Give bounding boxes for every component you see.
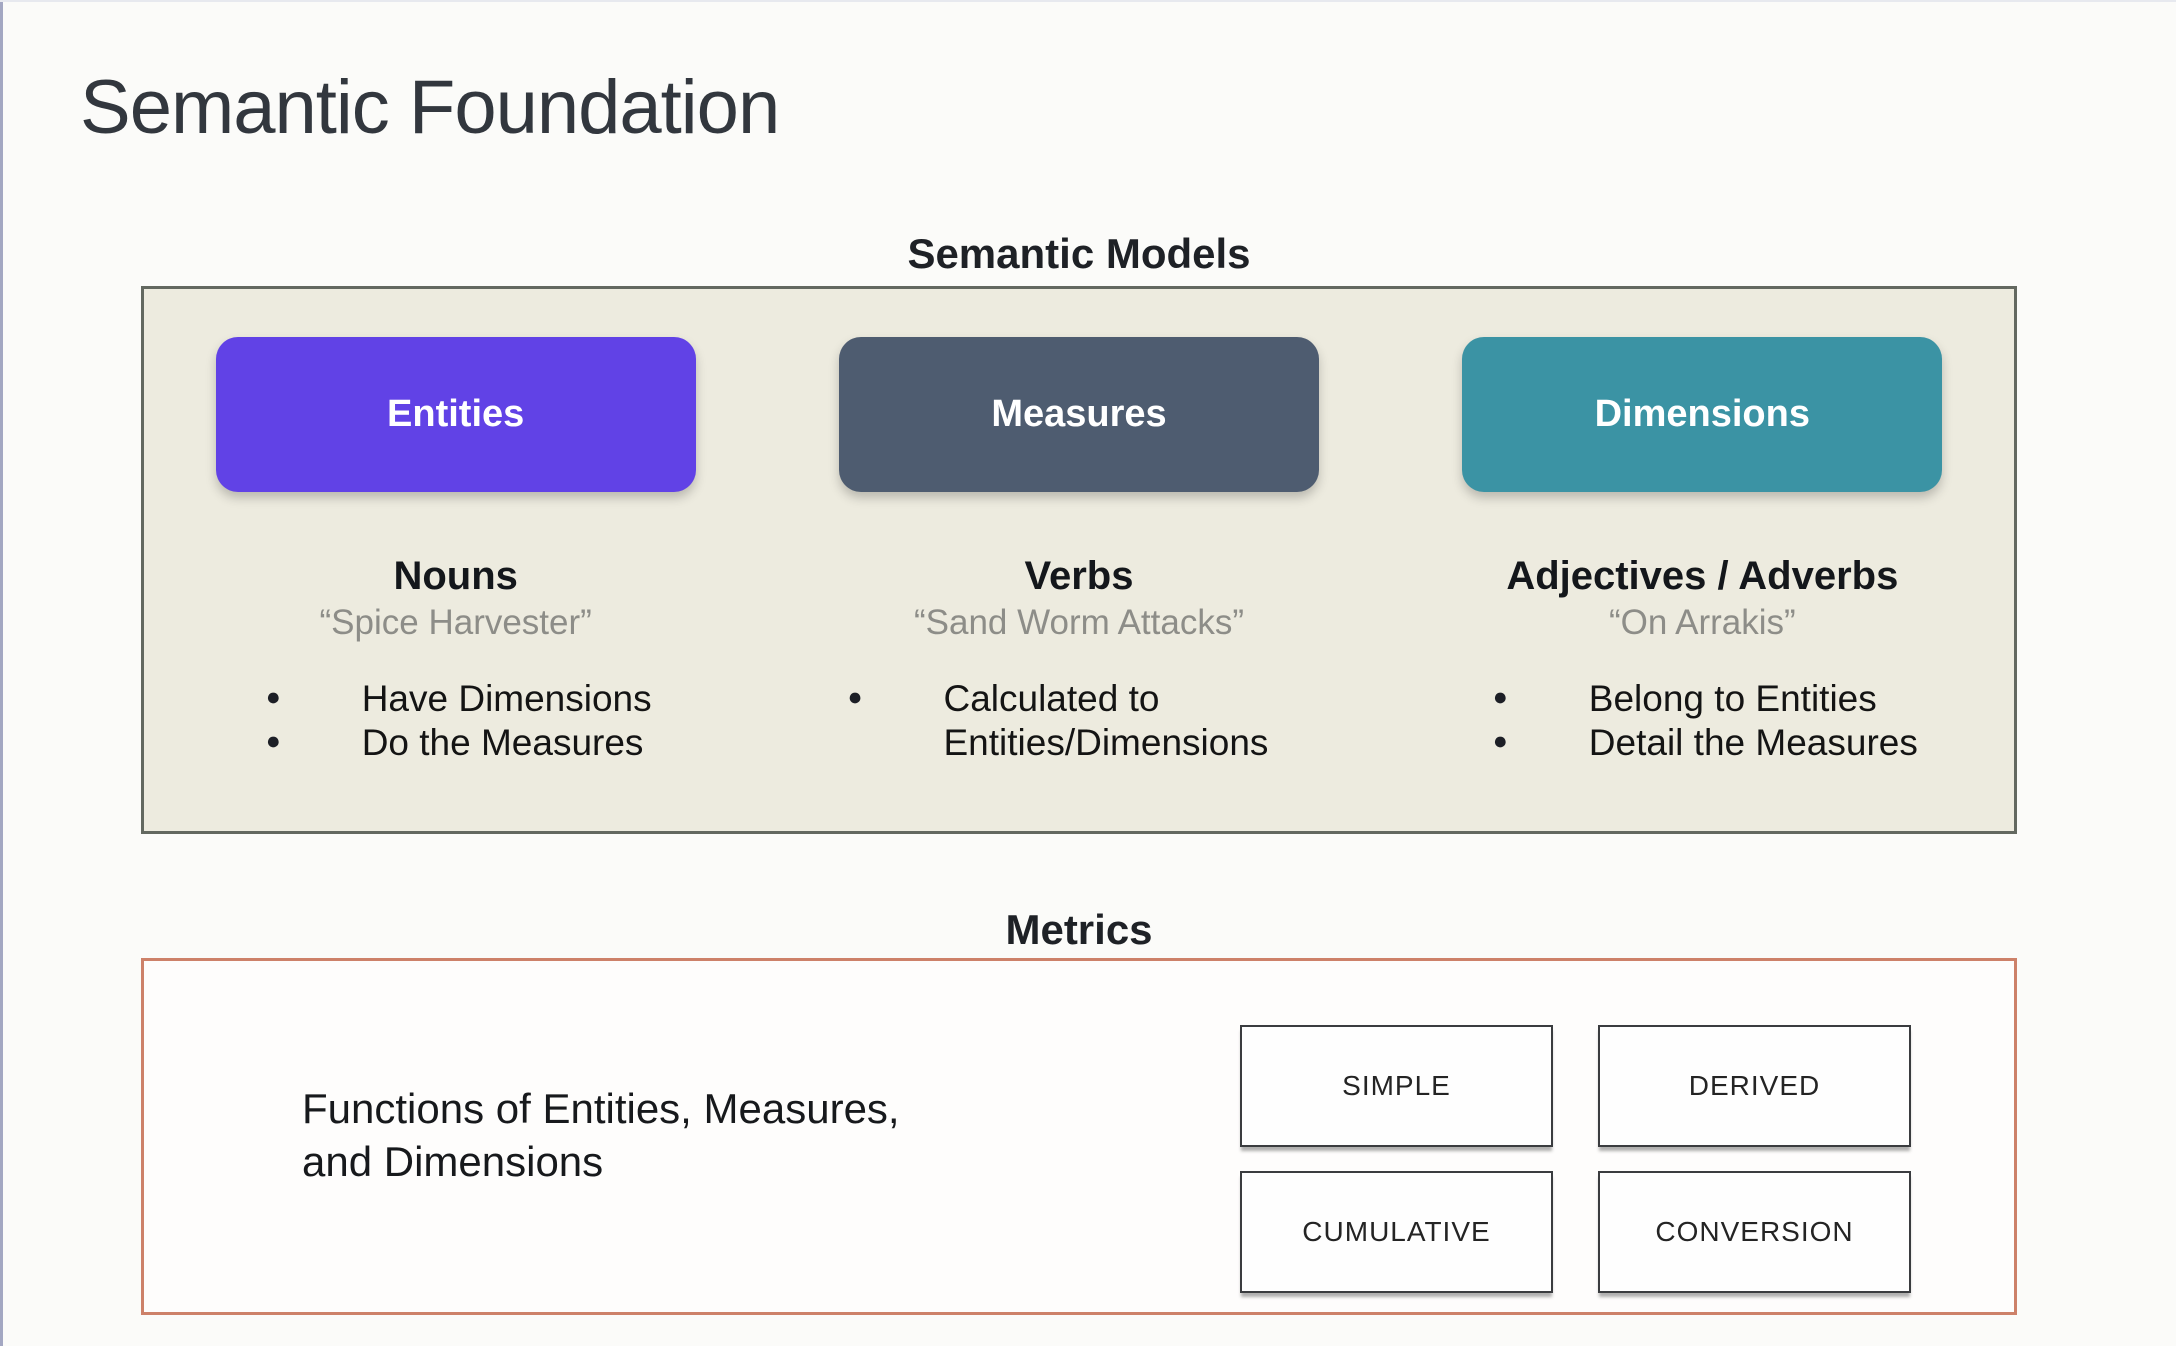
measures-pill: Measures <box>838 337 1319 492</box>
bullet-item: Have Dimensions <box>260 677 652 721</box>
bullet-item: Belong to Entities <box>1487 677 1918 721</box>
entities-word-class: Nouns <box>393 554 518 598</box>
metric-type-derived: DERIVED <box>1598 1025 1911 1147</box>
bullet-item: Detail the Measures <box>1487 721 1918 765</box>
metrics-panel: Functions of Entities, Measures, and Dim… <box>141 958 2017 1315</box>
entities-column: Entities Nouns “Spice Harvester” Have Di… <box>144 289 767 831</box>
measures-column: Measures Verbs “Sand Worm Attacks” Calcu… <box>767 289 1390 831</box>
slide-title: Semantic Foundation <box>80 65 780 150</box>
metrics-heading: Metrics <box>1005 906 1153 953</box>
metric-type-cumulative: CUMULATIVE <box>1240 1171 1553 1293</box>
semantic-models-panel: Entities Nouns “Spice Harvester” Have Di… <box>141 286 2017 834</box>
dimensions-bullet-list: Belong to Entities Detail the Measures <box>1487 677 1918 764</box>
entities-example-quote: “Spice Harvester” <box>319 603 592 642</box>
dimensions-example-quote: “On Arrakis” <box>1608 603 1796 642</box>
dimensions-word-class: Adjectives / Adverbs <box>1506 554 1899 598</box>
entities-pill: Entities <box>215 337 696 492</box>
semantic-models-heading: Semantic Models <box>907 230 1251 277</box>
measures-word-class: Verbs <box>1024 554 1134 598</box>
metric-type-simple: SIMPLE <box>1240 1025 1553 1147</box>
measures-bullet-list: Calculated to Entities/Dimensions <box>841 677 1316 764</box>
metric-type-conversion: CONVERSION <box>1598 1171 1911 1293</box>
bullet-item: Do the Measures <box>260 721 652 765</box>
metrics-description: Functions of Entities, Measures, and Dim… <box>302 1085 900 1185</box>
dimensions-pill: Dimensions <box>1462 337 1943 492</box>
entities-bullet-list: Have Dimensions Do the Measures <box>260 677 652 764</box>
window-left-edge <box>0 0 3 1346</box>
window-top-edge <box>0 0 2176 2</box>
metric-type-grid: SIMPLE DERIVED CUMULATIVE CONVERSION <box>1240 1025 1911 1293</box>
dimensions-column: Dimensions Adjectives / Adverbs “On Arra… <box>1391 289 2014 831</box>
measures-example-quote: “Sand Worm Attacks” <box>913 603 1244 642</box>
bullet-item: Calculated to Entities/Dimensions <box>841 677 1316 764</box>
